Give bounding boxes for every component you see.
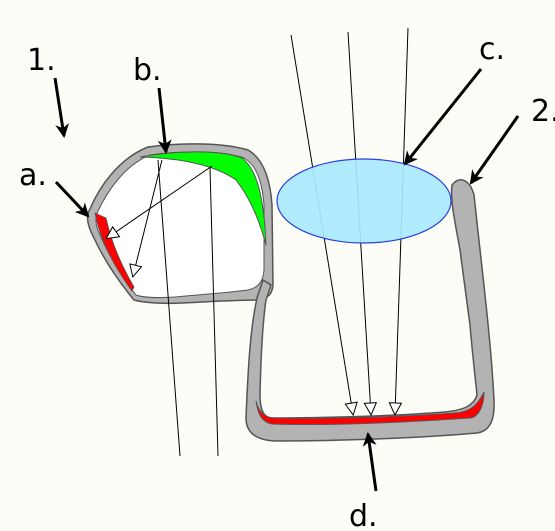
eye-1-reflected-ray — [133, 159, 163, 276]
eye-1-incoming-ray — [209, 167, 219, 457]
eye-2-retina — [255, 391, 485, 426]
label-eye-1: 1. — [27, 43, 56, 78]
eye-1-rays — [107, 159, 219, 457]
label-b: b. — [133, 53, 162, 88]
eye-1-reflected-ray — [107, 165, 213, 238]
eye-1-mirror-eye — [86, 143, 274, 457]
label-d-arrow — [362, 432, 378, 492]
pointer-arrows — [53, 68, 520, 492]
label-a-arrow — [54, 180, 90, 218]
label-c: c. — [479, 32, 505, 67]
label-eye-2: 2. — [531, 94, 555, 129]
eye-1-reflector — [139, 151, 267, 246]
label-1-arrow — [53, 77, 70, 138]
eye-2-lens-eye — [245, 27, 495, 442]
label-b-arrow — [157, 87, 172, 154]
label-d: d. — [349, 499, 378, 531]
labels: 1. a. b. c. 2. d. — [19, 32, 555, 531]
label-2-arrow — [469, 115, 520, 185]
eye-2-lens — [276, 158, 452, 244]
label-a: a. — [19, 158, 47, 193]
eye-1-incoming-ray — [157, 159, 181, 457]
label-c-arrow — [403, 68, 483, 166]
